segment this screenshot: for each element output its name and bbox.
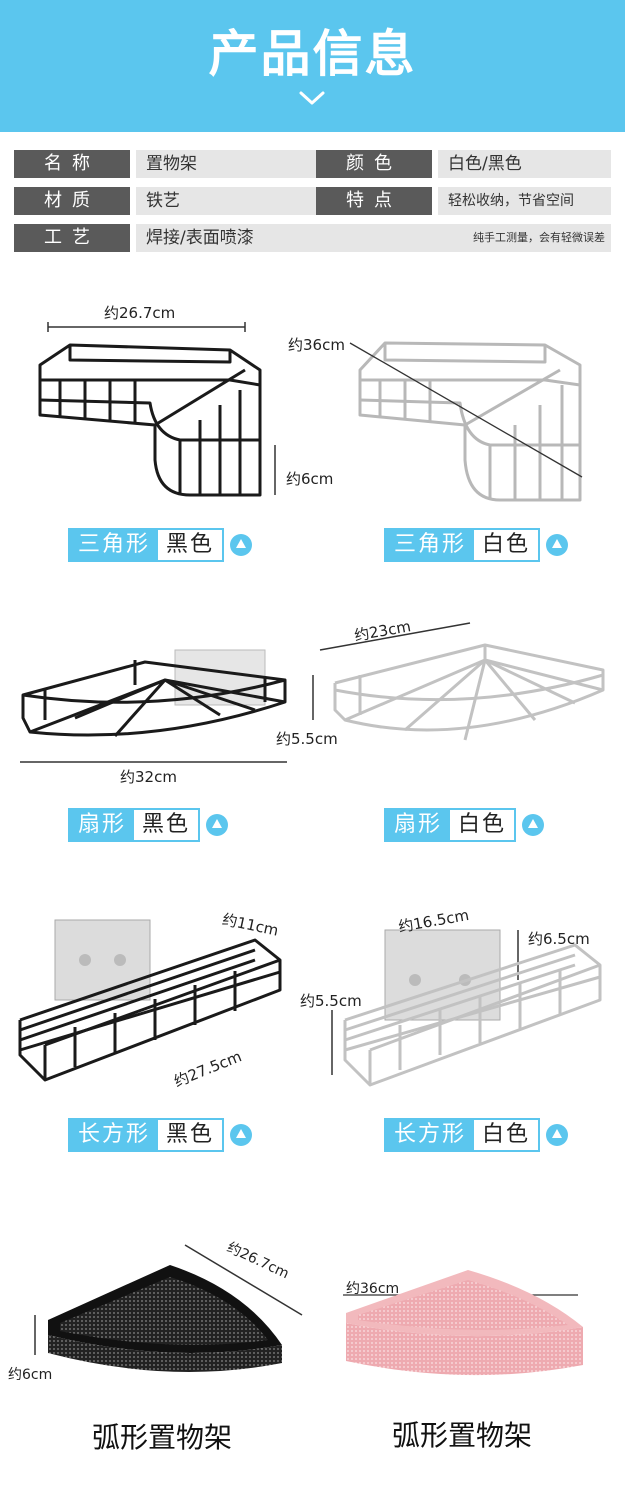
variant-shape-label: 三角形 xyxy=(384,528,473,562)
variant-color-label: 白色 xyxy=(472,1118,541,1152)
dimension-label: 约36cm xyxy=(346,1281,400,1297)
spec-label: 名称 xyxy=(14,150,130,178)
variant-shape-label: 长方形 xyxy=(68,1118,157,1152)
page-title: 产品信息 xyxy=(208,25,417,83)
fan-black-shelf-image xyxy=(15,640,305,770)
triangle-up-icon xyxy=(230,534,253,556)
variant-color-label: 白色 xyxy=(472,528,541,562)
variant-shape-label: 三角形 xyxy=(68,528,157,562)
spec-value: 白色/黑色 xyxy=(438,150,611,178)
spec-value: 铁艺 xyxy=(136,187,322,215)
spec-value: 轻松收纳，节省空间 xyxy=(438,187,611,215)
variant-shape-label: 扇形 xyxy=(384,808,449,842)
spec-row-craft: 工艺 焊接/表面喷漆 纯手工测量，会有轻微误差 xyxy=(14,224,611,252)
chevron-down-icon xyxy=(299,91,325,105)
rect-white-shelf-image xyxy=(330,925,610,1100)
triangle-up-icon xyxy=(546,534,569,556)
variant-tag-rect-white: 长方形 白色 xyxy=(384,1118,569,1152)
spec-row-name: 名称 置物架 颜色 白色/黑色 xyxy=(14,150,611,178)
triangle-black-shelf-image xyxy=(30,300,280,510)
triangle-up-icon xyxy=(522,814,545,836)
arc-black-shelf-image xyxy=(20,1235,310,1395)
dimension-label: 约5.5cm xyxy=(276,730,338,748)
spec-value: 置物架 xyxy=(136,150,322,178)
spec-label: 材质 xyxy=(14,187,130,215)
header-banner: 产品信息 xyxy=(0,0,625,132)
variant-tag-fan-white: 扇形 白色 xyxy=(384,808,545,842)
variant-color-label: 白色 xyxy=(448,808,517,842)
triangle-up-icon xyxy=(230,1124,253,1146)
dimension-label: 约6.5cm xyxy=(528,930,590,948)
triangle-up-icon xyxy=(546,1124,569,1146)
dimension-label: 约26.7cm xyxy=(104,304,176,322)
variant-tag-triangle-white: 三角形 白色 xyxy=(384,528,569,562)
spec-value: 焊接/表面喷漆 xyxy=(136,224,611,252)
dimension-label: 约6cm xyxy=(8,1367,53,1383)
dimension-label: 约36cm xyxy=(288,336,345,354)
fan-white-shelf-image xyxy=(305,615,605,750)
spec-label: 工艺 xyxy=(14,224,130,252)
arc-black-caption: 弧形置物架 xyxy=(92,1421,233,1454)
triangle-white-shelf-image xyxy=(340,325,590,510)
variant-tag-triangle-black: 三角形 黑色 xyxy=(68,528,253,562)
variant-color-label: 黑色 xyxy=(156,1118,225,1152)
arc-pink-shelf-image xyxy=(338,1265,588,1390)
rect-black-shelf-image xyxy=(15,915,290,1095)
variant-color-label: 黑色 xyxy=(156,528,225,562)
spec-row-material: 材质 铁艺 特点 轻松收纳，节省空间 xyxy=(14,187,611,215)
spec-label: 特点 xyxy=(316,187,432,215)
variant-shape-label: 扇形 xyxy=(68,808,133,842)
dimension-label: 约32cm xyxy=(120,768,177,786)
dimension-label: 约6cm xyxy=(286,470,334,488)
variant-shape-label: 长方形 xyxy=(384,1118,473,1152)
variant-tag-rect-black: 长方形 黑色 xyxy=(68,1118,253,1152)
dimension-label: 约5.5cm xyxy=(300,992,362,1010)
spec-note: 纯手工测量，会有轻微误差 xyxy=(473,231,605,244)
variant-color-label: 黑色 xyxy=(132,808,201,842)
variant-tag-fan-black: 扇形 黑色 xyxy=(68,808,229,842)
arc-pink-caption: 弧形置物架 xyxy=(392,1419,533,1452)
spec-label: 颜色 xyxy=(316,150,432,178)
triangle-up-icon xyxy=(206,814,229,836)
